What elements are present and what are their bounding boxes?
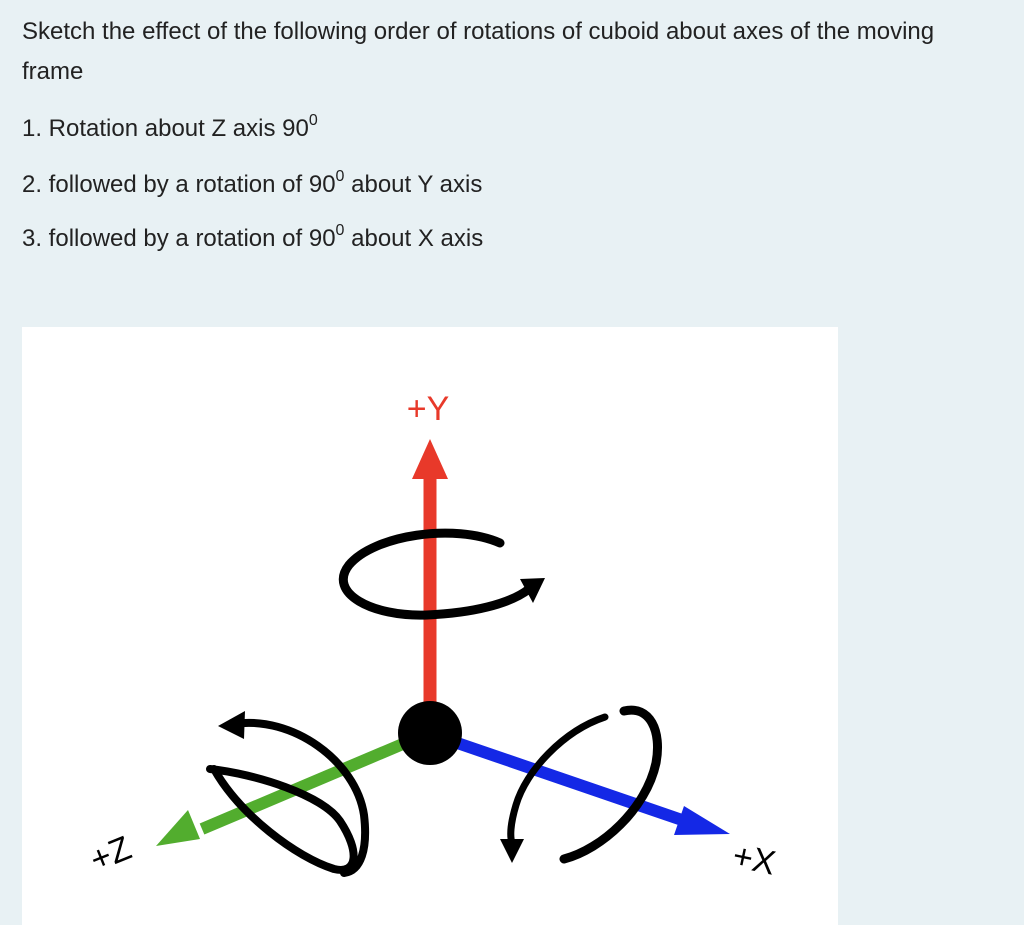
z-axis-shaft <box>199 729 427 835</box>
step-2: 2. followed by a rotation of 900 about Y… <box>22 168 483 199</box>
step-1: 1. Rotation about Z axis 900 <box>22 112 318 143</box>
y-axis <box>412 439 448 705</box>
axes-figure: +Y +X +Z <box>22 327 838 925</box>
y-axis-arrowhead <box>412 439 448 479</box>
z-axis <box>156 729 427 846</box>
step-3-suffix: about X axis <box>344 225 484 252</box>
question-intro: Sketch the effect of the following order… <box>22 18 935 85</box>
step-1-superscript: 0 <box>308 112 318 129</box>
y-rotation-arrow <box>338 528 545 620</box>
step-3: 3. followed by a rotation of 900 about X… <box>22 222 484 253</box>
x-rotation-arrowhead <box>500 839 524 863</box>
x-axis-label: +X <box>729 837 779 883</box>
x-rotation-arrow <box>500 705 662 864</box>
step-3-text: 3. followed by a rotation of 90 <box>22 225 336 252</box>
step-3-superscript: 0 <box>335 222 345 239</box>
z-axis-label: +Z <box>85 829 137 879</box>
z-rotation-arrow <box>206 711 370 877</box>
y-axis-label: +Y <box>407 390 450 428</box>
step-2-suffix: about Y axis <box>344 171 483 198</box>
x-axis-arrowhead <box>674 806 730 835</box>
x-axis <box>432 729 730 835</box>
z-axis-arrowhead <box>156 810 200 846</box>
z-rotation-arrowhead <box>218 711 245 739</box>
step-2-text: 2. followed by a rotation of 90 <box>22 171 336 198</box>
step-2-superscript: 0 <box>335 168 345 185</box>
axes-diagram: +Y +X +Z <box>85 390 779 883</box>
question-text: Sketch the effect of the following order… <box>22 12 1002 252</box>
step-1-text: 1. Rotation about Z axis 90 <box>22 115 309 142</box>
y-rotation-arrowhead <box>520 578 545 603</box>
origin-dot <box>398 701 462 765</box>
